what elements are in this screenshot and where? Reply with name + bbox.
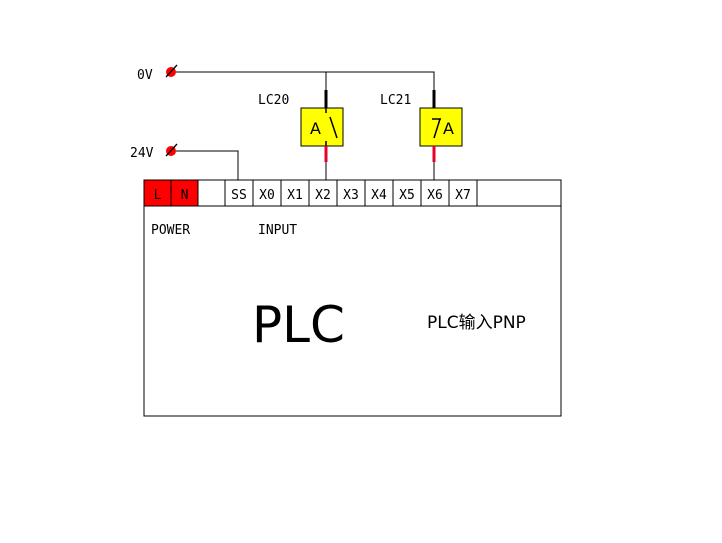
sensor-lc21-label: LC21 (380, 93, 411, 108)
plus-24v-wire (176, 150, 239, 180)
terminal-x0-label: X0 (259, 188, 275, 203)
plc-subtitle: PLC输入PNP (427, 313, 526, 333)
terminal-x5-cell (392, 179, 422, 207)
plc-title: PLC (252, 296, 345, 354)
terminal-x6-cell (420, 179, 450, 207)
zero-volt-label: 0V (137, 68, 153, 83)
zero-volt-bus-wire (176, 71, 435, 90)
nc-contact-icon (432, 118, 441, 139)
terminal-x3-cell (336, 179, 366, 207)
terminal-x3-label: X3 (343, 188, 359, 203)
zero-volt-node (165, 64, 178, 78)
terminal-x2-cell (308, 179, 338, 207)
terminal-x1-cell (280, 179, 310, 207)
terminal-ss-label: SS (231, 188, 247, 203)
terminal-n-label: N (181, 188, 189, 203)
terminal-l-label: L (154, 188, 162, 203)
no-contact-icon (325, 108, 338, 146)
plc-body (143, 179, 562, 417)
terminal-x4-label: X4 (371, 188, 387, 203)
power-section-label: POWER (151, 223, 190, 238)
plus-24v-label: 24V (130, 146, 154, 161)
sensor-lc20-box (300, 107, 344, 147)
plus-24v-node (165, 143, 178, 157)
terminal-x6-label: X6 (427, 188, 443, 203)
sensor-lc21-box (419, 107, 463, 147)
zero-volt-node-stroke (165, 64, 178, 78)
sensor-lc21-symbol: A (443, 119, 454, 138)
terminal-x5-label: X5 (399, 188, 415, 203)
input-section-label: INPUT (258, 223, 297, 238)
terminal-blank-cell (197, 179, 226, 207)
terminal-x1-label: X1 (287, 188, 303, 203)
sensor-lc20-label: LC20 (258, 93, 289, 108)
terminal-strip: L N SS X0 X1 X2 X3 X4 X5 X6 X7 (143, 179, 478, 207)
plus-24v-node-stroke (165, 143, 178, 157)
terminal-x7-cell (448, 179, 478, 207)
terminal-x7-label: X7 (455, 188, 471, 203)
sensor-lc20-symbol: A (310, 119, 321, 138)
terminal-x2-label: X2 (315, 188, 331, 203)
